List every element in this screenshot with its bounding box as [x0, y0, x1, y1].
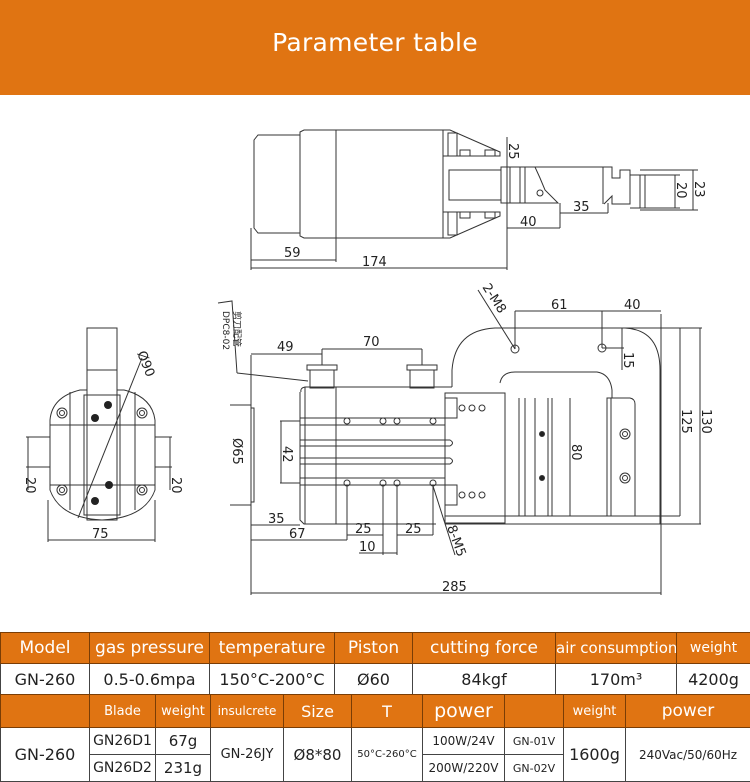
dim-end-diameter-90: Ø90 [133, 349, 157, 379]
table-row: GN-260 0.5-0.6mpa 150°C-200°C Ø60 84kgf … [1, 664, 750, 695]
cell-supply: 240Vac/50/60Hz [626, 728, 750, 782]
dim-front-49: 49 [277, 340, 294, 355]
th-model: Model [1, 633, 90, 664]
cell-piston: Ø60 [335, 664, 413, 695]
th-temp: T [352, 695, 423, 728]
dim-end-75: 75 [92, 527, 109, 542]
dim-end-20-right: 20 [168, 477, 183, 494]
technical-drawing: 25 20 23 40 35 59 174 Ø90 20 20 [0, 95, 750, 630]
dim-front-70: 70 [363, 335, 380, 350]
cell-insulcrete: GN-26JY [211, 728, 284, 782]
cell-temperature: 150°C-200°C [210, 664, 335, 695]
spec-table-accessories: Blade weight insulcrete Size T power wei… [0, 694, 750, 782]
dim-side-35: 35 [573, 200, 590, 215]
side-view [251, 130, 698, 270]
dim-front-25-a: 25 [355, 522, 372, 537]
cell-gas-pressure: 0.5-0.6mpa [90, 664, 210, 695]
dim-front-80: 80 [568, 444, 583, 461]
cell-weight: 4200g [677, 664, 750, 695]
fitting-label: DPC8-02 [220, 311, 230, 350]
cell-unit-weight: 1600g [564, 728, 626, 782]
dim-front-125: 125 [678, 409, 693, 434]
th-size: Size [284, 695, 352, 728]
th-blank-2 [505, 695, 564, 728]
dim-side-25: 25 [505, 143, 520, 160]
cell-size: Ø8*80 [284, 728, 352, 782]
dim-side-174: 174 [362, 255, 387, 270]
th-insulcrete: insulcrete [211, 695, 284, 728]
th-supply-power: power [626, 695, 750, 728]
cell-blade: GN26D2 [90, 755, 156, 782]
dim-front-42: 42 [279, 446, 294, 463]
dim-side-20: 20 [673, 182, 688, 199]
th-cutting-force: cutting force [413, 633, 556, 664]
dim-front-285: 285 [442, 580, 467, 595]
th-blank [1, 695, 90, 728]
th-weight: weight [677, 633, 750, 664]
dim-side-23: 23 [691, 181, 706, 198]
cell-model: GN-260 [1, 664, 90, 695]
dim-front-diameter-65: Ø65 [229, 438, 244, 465]
th-piston: Piston [335, 633, 413, 664]
cell-blade: GN26D1 [90, 728, 156, 755]
dim-front-35: 35 [268, 512, 285, 527]
cell-air-consumption: 170m³ [556, 664, 677, 695]
cell-blade-weight: 67g [156, 728, 211, 755]
dim-front-15: 15 [620, 352, 635, 369]
cell-blade-weight: 231g [156, 755, 211, 782]
th-air-consumption: air consumption [556, 633, 677, 664]
spec-table-main: Model gas pressure temperature Piston cu… [0, 632, 750, 695]
cell-power-code: GN-01V [505, 728, 564, 755]
th-gas-pressure: gas pressure [90, 633, 210, 664]
dim-front-67: 67 [289, 527, 306, 542]
header-banner: Parameter table [0, 0, 750, 95]
dim-front-8-m5: 8-M5 [443, 523, 468, 559]
dim-side-40: 40 [520, 215, 537, 230]
cell-power-code: GN-02V [505, 755, 564, 782]
table-header-row: Blade weight insulcrete Size T power wei… [1, 695, 750, 728]
cell-cutting-force: 84kgf [413, 664, 556, 695]
fitting-label-cn: 剪刀配管 [231, 311, 243, 347]
dim-front-61: 61 [551, 298, 568, 313]
th-power: power [423, 695, 505, 728]
dim-front-130: 130 [698, 409, 713, 434]
dim-front-10: 10 [359, 540, 376, 555]
table-header-row: Model gas pressure temperature Piston cu… [1, 633, 750, 664]
page-title: Parameter table [0, 28, 750, 57]
cell-temp: 50°C-260°C [352, 728, 423, 782]
th-unit-weight: weight [564, 695, 626, 728]
dim-front-25-b: 25 [405, 522, 422, 537]
dim-end-20-left: 20 [22, 477, 37, 494]
dim-side-59: 59 [284, 246, 301, 261]
dim-front-40: 40 [624, 298, 641, 313]
th-blade: Blade [90, 695, 156, 728]
cell-power: 200W/220V [423, 755, 505, 782]
th-temperature: temperature [210, 633, 335, 664]
th-blade-weight: weight [156, 695, 211, 728]
cell-model: GN-260 [1, 728, 90, 782]
table-row: GN-260 GN26D1 67g GN-26JY Ø8*80 50°C-260… [1, 728, 750, 755]
cell-power: 100W/24V [423, 728, 505, 755]
